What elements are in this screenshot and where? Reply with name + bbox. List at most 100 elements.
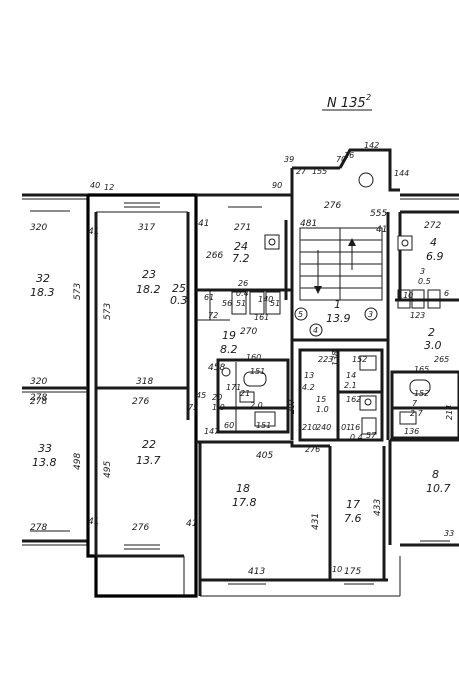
- room-20-area: 1.0: [212, 403, 225, 412]
- room-4-number: 4: [430, 236, 437, 249]
- dim-45: 45: [196, 391, 206, 400]
- room-21-area: 2.0: [250, 401, 263, 410]
- dim-12: 12: [104, 183, 114, 192]
- room-13-number: 13: [304, 371, 314, 380]
- marker-6: 6: [444, 289, 449, 298]
- room-32-area: 18.3: [30, 286, 55, 299]
- dim-276-stair: 276: [324, 201, 341, 211]
- dim-162: 162: [346, 395, 361, 404]
- room-8-area: 10.7: [426, 482, 451, 495]
- dim-413: 413: [248, 567, 265, 577]
- room-2-area: 3.0: [424, 339, 442, 352]
- dim-90: 90: [272, 181, 282, 190]
- room-32-height: 573: [73, 283, 83, 300]
- room-19-area: 8.2: [220, 343, 238, 356]
- plan-title-sup: 2: [366, 93, 371, 102]
- dim-136: 136: [404, 427, 419, 436]
- dim-171: 171: [226, 383, 241, 392]
- room-4-area: 6.9: [426, 250, 444, 263]
- room-21-number: 21: [240, 389, 250, 398]
- dim-405: 405: [256, 451, 273, 461]
- room-23-area: 18.2: [136, 283, 161, 296]
- marker-3: 3: [368, 310, 373, 319]
- marker-4: 4: [313, 326, 318, 335]
- dim-147: 147: [204, 427, 220, 436]
- room-16-number: 16: [350, 423, 360, 432]
- dim-60: 60: [224, 421, 234, 430]
- room-20-number: 20: [212, 393, 222, 402]
- room-23-number: 23: [142, 268, 156, 281]
- room-26-number: 26: [238, 279, 248, 288]
- dim-10: 10: [332, 565, 342, 574]
- dim-272: 272: [424, 221, 441, 231]
- dim-40: 40: [90, 181, 100, 190]
- dim-56: 56: [222, 299, 232, 308]
- plan-title: N 135: [327, 96, 366, 111]
- room-33-area: 13.8: [32, 456, 57, 469]
- dim-240: 240: [316, 423, 331, 432]
- dim-142: 142: [364, 141, 379, 150]
- room-3-number: 3: [420, 267, 425, 276]
- room-33-height: 498: [73, 453, 83, 470]
- dim-481: 481: [300, 219, 317, 229]
- dim-144: 144: [394, 169, 409, 178]
- room-32-number: 32: [36, 272, 50, 285]
- room-2-number: 2: [428, 326, 435, 339]
- dim-41-d: 41: [186, 519, 197, 529]
- dim-318: 318: [136, 377, 153, 387]
- apartment-outline: [86, 193, 198, 598]
- dim-270: 270: [240, 327, 257, 337]
- room-7-number: 7: [412, 399, 418, 408]
- dim-51-b: 51: [270, 299, 280, 308]
- dim-70: 70: [336, 155, 346, 164]
- room-13-area: 4.2: [302, 383, 315, 392]
- dim-57: 57: [366, 431, 377, 440]
- dim-266: 266: [206, 251, 223, 261]
- dim-140: 140: [258, 295, 273, 304]
- dim-214: 214: [445, 405, 454, 420]
- dim-165: 165: [414, 365, 429, 374]
- dim-265: 265: [434, 355, 449, 364]
- dim-276-22: 276: [132, 523, 149, 533]
- dim-61: 61: [204, 293, 214, 302]
- dim-151-b: 151: [256, 421, 271, 430]
- dim-278-left: 278: [30, 397, 47, 407]
- dim-123: 123: [410, 311, 425, 320]
- room-33-number: 33: [38, 442, 52, 455]
- room-25-area: 0.3: [170, 294, 188, 307]
- dim-271: 271: [234, 223, 251, 233]
- dim-152-b: 152: [414, 389, 429, 398]
- room-14-area: 2.1: [344, 381, 357, 390]
- dim-51-a: 51: [236, 299, 246, 308]
- room-17-number: 17: [346, 498, 360, 511]
- dim-458: 458: [208, 363, 225, 373]
- dim-161: 161: [254, 313, 269, 322]
- dim-41-e: 41: [376, 225, 387, 235]
- dim-33: 33: [444, 529, 454, 538]
- dim-72: 72: [208, 311, 218, 320]
- dim-276-bottom-central: 276: [305, 445, 320, 454]
- dim-138: 138: [331, 351, 340, 366]
- room-8-number: 8: [432, 468, 439, 481]
- dim-110: 110: [398, 291, 413, 300]
- dim-75: 75: [188, 403, 198, 412]
- dim-151-a: 151: [250, 367, 265, 376]
- room-23-width: 317: [138, 223, 155, 233]
- room-17-area: 7.6: [344, 512, 362, 525]
- dim-41-a: 41: [88, 227, 99, 237]
- dim-160: 160: [246, 353, 261, 362]
- room-7-area: 2.7: [410, 409, 424, 418]
- room-14-number: 14: [346, 371, 356, 380]
- dim-16: 16: [344, 151, 354, 160]
- room-25-number: 25: [172, 282, 186, 295]
- dim-152-a: 152: [352, 355, 367, 364]
- dim-278-bottom: 278: [30, 523, 47, 533]
- dim-155: 155: [312, 167, 327, 176]
- marker-5: 5: [298, 310, 303, 319]
- room-15-number: 15: [316, 395, 326, 404]
- room-15-area: 1.0: [316, 405, 329, 414]
- dim-101: 101: [336, 423, 351, 432]
- dim-433: 433: [373, 499, 383, 516]
- room-33-width: 278: [30, 393, 47, 403]
